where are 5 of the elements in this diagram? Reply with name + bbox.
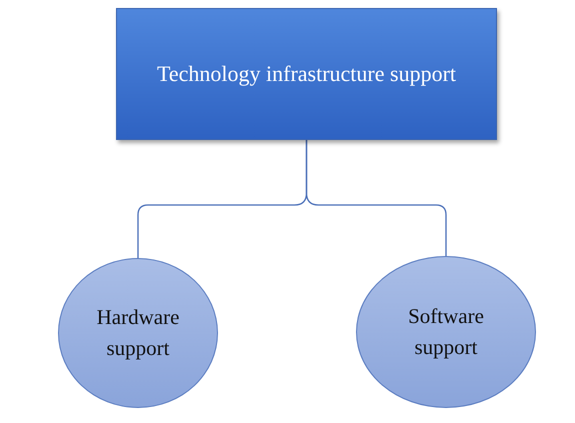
node-label: Technology infrastructure support <box>156 61 456 87</box>
connector-line <box>306 140 447 256</box>
node-label: Hardware support <box>96 304 180 362</box>
node-label: Software support <box>407 302 485 361</box>
process-box <box>116 8 497 140</box>
